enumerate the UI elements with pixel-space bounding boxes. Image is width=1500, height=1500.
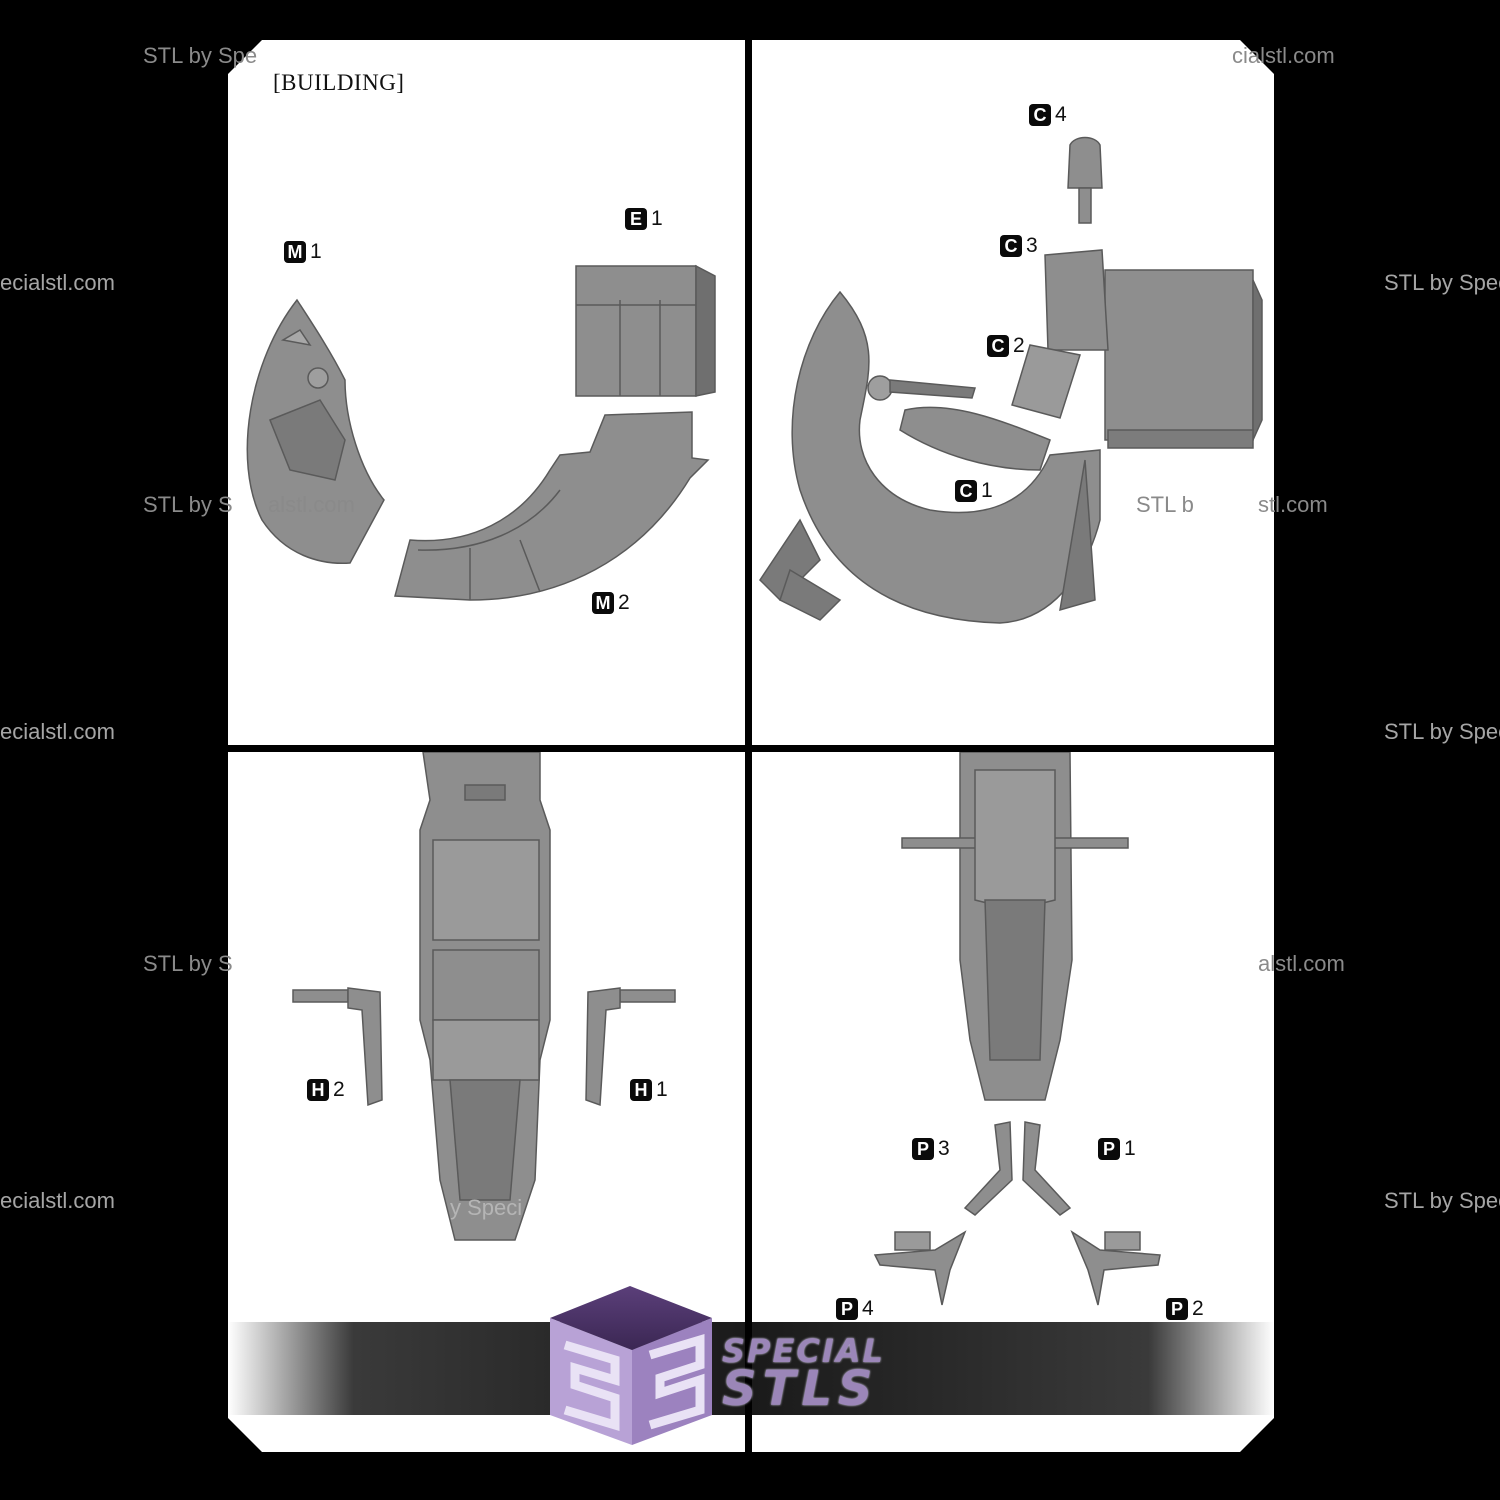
watermark: y Speci: [450, 1195, 523, 1220]
watermark: STL by S: [143, 492, 233, 517]
label-num: 3: [1026, 234, 1038, 257]
panel-bottom-right: [752, 752, 1274, 1452]
part-p4: [873, 1230, 967, 1306]
label-num: 1: [1124, 1137, 1136, 1160]
label-key: E: [625, 208, 647, 230]
label-key: M: [284, 241, 306, 263]
label-num: 1: [981, 479, 993, 502]
watermark: ecialstl.com: [0, 270, 115, 295]
label-num: 4: [862, 1297, 874, 1320]
watermark: ecialstl.com: [0, 719, 115, 744]
part-h1: [585, 987, 676, 1107]
part-body-bottom-view: [901, 751, 1129, 1101]
part-p1: [1022, 1121, 1072, 1216]
watermark: STL by S: [143, 951, 233, 976]
watermark: cialstl.com: [1232, 43, 1335, 68]
page-title: [BUILDING]: [273, 70, 405, 95]
part-p2: [1070, 1230, 1161, 1306]
label-key: P: [912, 1138, 934, 1160]
part-m2: [394, 411, 710, 601]
part-e1: [575, 264, 716, 397]
label-key: P: [836, 1298, 858, 1320]
logo-line-1: SPECIAL: [722, 1332, 885, 1370]
label-key: P: [1166, 1298, 1188, 1320]
label-key: C: [987, 335, 1009, 357]
logo-text: SPECIAL STLS: [722, 1335, 885, 1413]
label-num: 1: [651, 207, 663, 230]
watermark: stl.com: [1258, 492, 1328, 517]
part-c4: [1067, 136, 1103, 224]
label-key: P: [1098, 1138, 1120, 1160]
label-key: C: [955, 480, 977, 502]
label-key: C: [1000, 235, 1022, 257]
label-key: C: [1029, 104, 1051, 126]
watermark: alstl.com: [268, 492, 355, 517]
panel-top-left: [228, 40, 745, 745]
label-num: 1: [310, 240, 322, 263]
logo-line-2: STLS: [722, 1361, 879, 1417]
part-body-top-view: [419, 751, 551, 1241]
special-stls-logo: [550, 1286, 712, 1445]
label-key: M: [592, 592, 614, 614]
label-num: 1: [656, 1078, 668, 1101]
label-key: H: [307, 1079, 329, 1101]
label-num: 2: [333, 1078, 345, 1101]
part-m1: [246, 298, 385, 564]
label-num: 4: [1055, 103, 1067, 126]
watermark: STL by Spe: [143, 43, 258, 68]
watermark: STL b: [1136, 492, 1194, 517]
label-num: 2: [618, 591, 630, 614]
watermark: STL by Spec: [1384, 719, 1500, 744]
label-num: 3: [938, 1137, 950, 1160]
part-h2: [292, 987, 383, 1107]
watermark: STL by Spec: [1384, 270, 1500, 295]
watermark: alstl.com: [1258, 951, 1345, 976]
label-key: H: [630, 1079, 652, 1101]
part-p3: [963, 1121, 1013, 1216]
label-num: 2: [1013, 334, 1025, 357]
watermark: STL by Spec: [1384, 1188, 1500, 1213]
label-num: 2: [1192, 1297, 1204, 1320]
part-assembly-top-right: [759, 249, 1263, 624]
watermark: ecialstl.com: [0, 1188, 115, 1213]
